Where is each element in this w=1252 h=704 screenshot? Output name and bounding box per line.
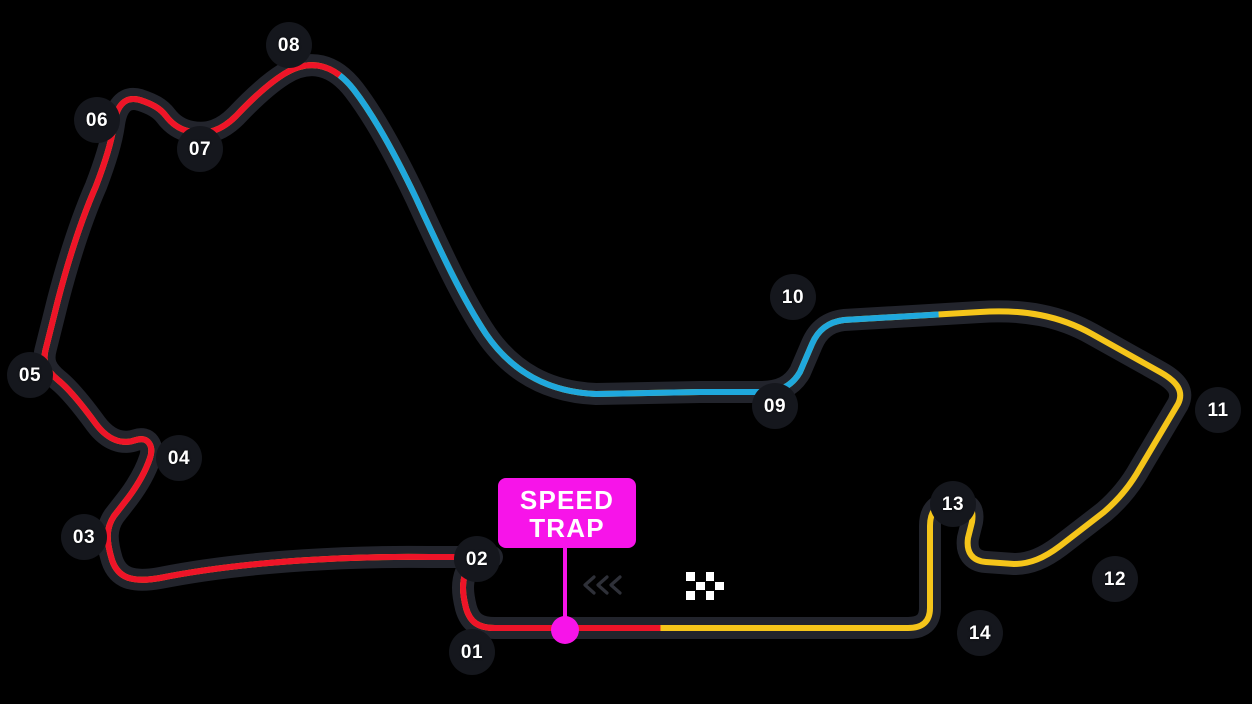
- corner-marker-05[interactable]: 05: [7, 352, 53, 398]
- corner-marker-13[interactable]: 13: [930, 481, 976, 527]
- corner-marker-10[interactable]: 10: [770, 274, 816, 320]
- flag-cell: [715, 581, 724, 591]
- corner-marker-07[interactable]: 07: [177, 126, 223, 172]
- flag-cell: [705, 591, 715, 600]
- speed-trap-label[interactable]: SPEED TRAP: [498, 478, 636, 548]
- corner-marker-11[interactable]: 11: [1195, 387, 1241, 433]
- flag-cell: [686, 572, 695, 581]
- corner-marker-08[interactable]: 08: [266, 22, 312, 68]
- corner-marker-label: 02: [465, 548, 489, 570]
- corner-marker-label: 14: [968, 622, 992, 644]
- flag-cell: [696, 591, 705, 600]
- corner-marker-label: 06: [85, 109, 109, 131]
- corner-marker-04[interactable]: 04: [156, 435, 202, 481]
- speed-trap-leader-line: [563, 548, 567, 632]
- corner-marker-03[interactable]: 03: [61, 514, 107, 560]
- flag-cell: [706, 582, 715, 591]
- corner-marker-label: 07: [188, 138, 212, 160]
- flag-cell: [715, 572, 724, 581]
- start-finish-flag-icon: [686, 572, 724, 600]
- corner-marker-label: 08: [277, 34, 301, 56]
- corner-marker-09[interactable]: 09: [752, 383, 798, 429]
- flag-cell: [715, 591, 724, 600]
- flag-cell: [705, 572, 715, 581]
- direction-of-travel-icon: [580, 572, 628, 598]
- corner-marker-12[interactable]: 12: [1092, 556, 1138, 602]
- speed-trap-point-dot: [551, 616, 579, 644]
- corner-marker-label: 05: [18, 364, 42, 386]
- corner-marker-label: 13: [941, 493, 965, 515]
- corner-marker-01[interactable]: 01: [449, 629, 495, 675]
- flag-cell: [695, 581, 705, 591]
- corner-marker-label: 04: [167, 447, 191, 469]
- flag-cell: [696, 572, 705, 581]
- corner-marker-06[interactable]: 06: [74, 97, 120, 143]
- corner-marker-label: 03: [72, 526, 96, 548]
- corner-marker-label: 10: [781, 286, 805, 308]
- corner-marker-02[interactable]: 02: [454, 536, 500, 582]
- speed-trap-label-line-1: SPEED: [519, 485, 615, 515]
- flag-cell: [686, 591, 695, 600]
- flag-cell: [686, 582, 695, 591]
- speed-trap-label-line-2: TRAP: [529, 513, 605, 543]
- corner-marker-label: 11: [1207, 399, 1229, 421]
- corner-marker-label: 01: [460, 641, 484, 663]
- corner-marker-label: 12: [1103, 568, 1127, 590]
- corner-marker-label: 09: [763, 395, 787, 417]
- corner-marker-14[interactable]: 14: [957, 610, 1003, 656]
